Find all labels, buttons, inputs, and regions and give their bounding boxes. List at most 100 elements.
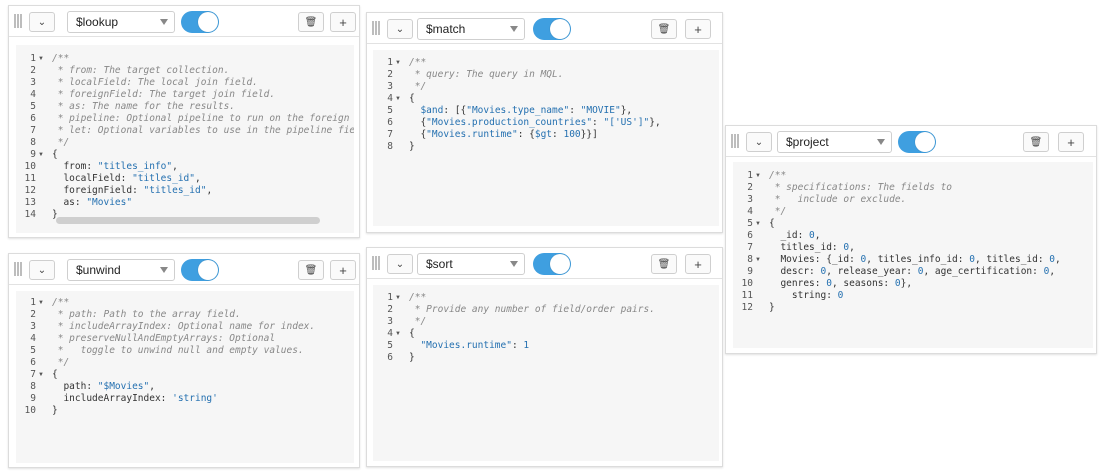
collapse-button[interactable]: ⌄ [746, 132, 772, 152]
code-token: { [769, 218, 775, 229]
code-token: $and [420, 105, 444, 116]
fold-arrow-icon[interactable]: ▼ [395, 96, 401, 102]
drag-handle-icon[interactable] [372, 256, 380, 270]
code-token: 1 [523, 340, 530, 351]
code-token: , [1055, 254, 1061, 265]
delete-stage-button[interactable]: 🗑 [298, 260, 324, 280]
line-number: 7 [30, 125, 36, 136]
line-number: 2 [387, 69, 393, 80]
delete-stage-button[interactable]: 🗑 [1023, 132, 1049, 152]
code-token: } [409, 352, 415, 363]
code-line: */ [769, 206, 786, 218]
plus-icon: + [339, 262, 347, 278]
add-stage-button[interactable]: + [685, 19, 711, 39]
collapse-button[interactable]: ⌄ [29, 260, 55, 280]
code-token: * includeArrayIndex: Optional name for i… [52, 321, 316, 332]
fold-arrow-icon[interactable]: ▼ [395, 295, 401, 301]
stage-operator-select[interactable]: $lookup [67, 11, 175, 33]
trash-icon: 🗑 [304, 264, 318, 276]
fold-arrow-icon[interactable]: ▼ [395, 60, 401, 66]
collapse-button[interactable]: ⌄ [29, 12, 55, 32]
code-editor[interactable]: 1▼/**2 * Provide any number of field/ord… [373, 285, 719, 461]
line-number: 8 [747, 254, 753, 265]
code-token: foreignField: [52, 185, 144, 196]
line-number: 5 [747, 218, 753, 229]
code-line: * path: Path to the array field. [52, 309, 241, 321]
add-stage-button[interactable]: + [685, 254, 711, 274]
stage-operator-label: $match [426, 22, 466, 36]
collapse-button[interactable]: ⌄ [387, 19, 413, 39]
code-token: 0 [837, 290, 844, 301]
delete-stage-button[interactable]: 🗑 [651, 19, 677, 39]
code-line: { [409, 93, 415, 105]
fold-arrow-icon[interactable]: ▼ [38, 56, 44, 62]
code-token: } [769, 302, 775, 313]
stage-enable-toggle[interactable] [533, 253, 571, 275]
code-token: localField: [52, 173, 133, 184]
code-editor[interactable]: 1▼/**2 * from: The target collection.3 *… [16, 45, 354, 233]
code-editor[interactable]: 1▼/**2 * query: The query in MQL.3 */4▼{… [373, 50, 719, 226]
stage-operator-select[interactable]: $unwind [67, 259, 175, 281]
drag-handle-icon[interactable] [372, 21, 380, 35]
dropdown-arrow-icon [510, 261, 518, 267]
fold-arrow-icon[interactable]: ▼ [38, 152, 44, 158]
fold-arrow-icon[interactable]: ▼ [755, 221, 761, 227]
code-line: /** [409, 292, 426, 304]
stage-operator-select[interactable]: $project [777, 131, 892, 153]
fold-arrow-icon[interactable]: ▼ [38, 300, 44, 306]
delete-stage-button[interactable]: 🗑 [298, 12, 324, 32]
delete-stage-button[interactable]: 🗑 [651, 254, 677, 274]
stage-header: ⌄ $sort 🗑 + [367, 248, 722, 279]
code-token: * from: The target collection. [52, 65, 230, 76]
code-token: 0 [826, 278, 832, 289]
line-number: 4 [387, 328, 393, 339]
code-token: : [569, 105, 581, 116]
add-stage-button[interactable]: + [1058, 132, 1084, 152]
code-line: * localField: The local join field. [52, 77, 258, 89]
code-token: , [172, 161, 178, 172]
stage-operator-select[interactable]: $match [417, 18, 525, 40]
fold-arrow-icon[interactable]: ▼ [395, 331, 401, 337]
line-number: 2 [30, 65, 36, 76]
plus-icon: + [694, 256, 702, 272]
code-token: 0 [860, 254, 867, 265]
code-editor[interactable]: 1▼/**2 * path: Path to the array field.3… [16, 291, 354, 463]
line-number: 5 [387, 105, 393, 116]
code-line: string: 0 [769, 290, 844, 302]
line-number: 8 [30, 381, 36, 392]
drag-handle-icon[interactable] [731, 134, 739, 148]
code-line: descr: 0, release_year: 0, age_certifica… [769, 266, 1055, 278]
drag-handle-icon[interactable] [14, 14, 22, 28]
code-token: * include or exclude. [769, 194, 907, 205]
add-stage-button[interactable]: + [330, 260, 356, 280]
collapse-button[interactable]: ⌄ [387, 254, 413, 274]
add-stage-button[interactable]: + [330, 12, 356, 32]
code-token: : [511, 340, 524, 351]
stage-enable-toggle[interactable] [898, 131, 936, 153]
code-token: }}] [580, 129, 598, 140]
dropdown-arrow-icon [510, 26, 518, 32]
line-number: 4 [30, 89, 36, 100]
line-number: 8 [387, 141, 393, 152]
line-number: 6 [387, 117, 393, 128]
code-token: * pipeline: Optional pipeline to run on … [52, 113, 354, 124]
code-token: "titles_id" [143, 185, 207, 196]
stage-enable-toggle[interactable] [533, 18, 571, 40]
stage-enable-toggle[interactable] [181, 259, 219, 281]
line-number: 3 [387, 316, 393, 327]
stage-operator-select[interactable]: $sort [417, 253, 525, 275]
horizontal-scrollbar[interactable] [56, 217, 320, 224]
code-token: * as: The name for the results. [52, 101, 236, 112]
fold-arrow-icon[interactable]: ▼ [38, 372, 44, 378]
drag-handle-icon[interactable] [14, 262, 22, 276]
line-number: 10 [24, 405, 36, 416]
line-number: 3 [387, 81, 393, 92]
stage-operator-label: $unwind [76, 263, 121, 277]
line-number: 11 [24, 173, 36, 184]
fold-arrow-icon[interactable]: ▼ [755, 173, 761, 179]
stage-enable-toggle[interactable] [181, 11, 219, 33]
line-number: 9 [30, 393, 36, 404]
code-token: /** [409, 57, 427, 68]
fold-arrow-icon[interactable]: ▼ [755, 257, 761, 263]
